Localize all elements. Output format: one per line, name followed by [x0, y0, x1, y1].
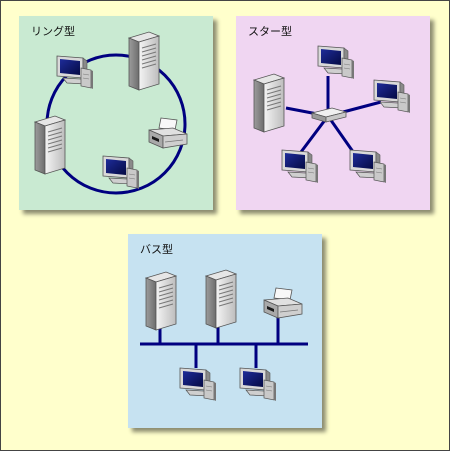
- printer-icon: [263, 287, 303, 319]
- computer-icon: [102, 155, 140, 190]
- ring-diagram: [34, 31, 188, 195]
- bus-topology-panel: バス型: [128, 234, 322, 428]
- ring-topology-panel: リング型: [19, 16, 213, 210]
- ring-title: リング型: [31, 25, 75, 38]
- computer-icon: [179, 367, 217, 402]
- star-diagram: [253, 45, 411, 184]
- computer-icon: [239, 367, 277, 402]
- computer-icon: [317, 45, 355, 80]
- hub-icon: [311, 107, 347, 123]
- star-cable: [296, 115, 330, 157]
- server-icon: [34, 115, 66, 175]
- star-title: スター型: [248, 25, 292, 38]
- printer-icon: [148, 117, 188, 149]
- server-icon: [128, 31, 160, 91]
- server-icon: [205, 269, 237, 329]
- computer-icon: [281, 149, 319, 184]
- star-topology-panel: スター型: [236, 16, 430, 210]
- bus-title: バス型: [140, 243, 173, 256]
- star-cable: [326, 115, 358, 157]
- computer-icon: [349, 149, 387, 184]
- server-icon: [145, 271, 177, 331]
- server-icon: [253, 73, 285, 133]
- computer-icon: [373, 79, 411, 114]
- bus-diagram: [140, 269, 308, 402]
